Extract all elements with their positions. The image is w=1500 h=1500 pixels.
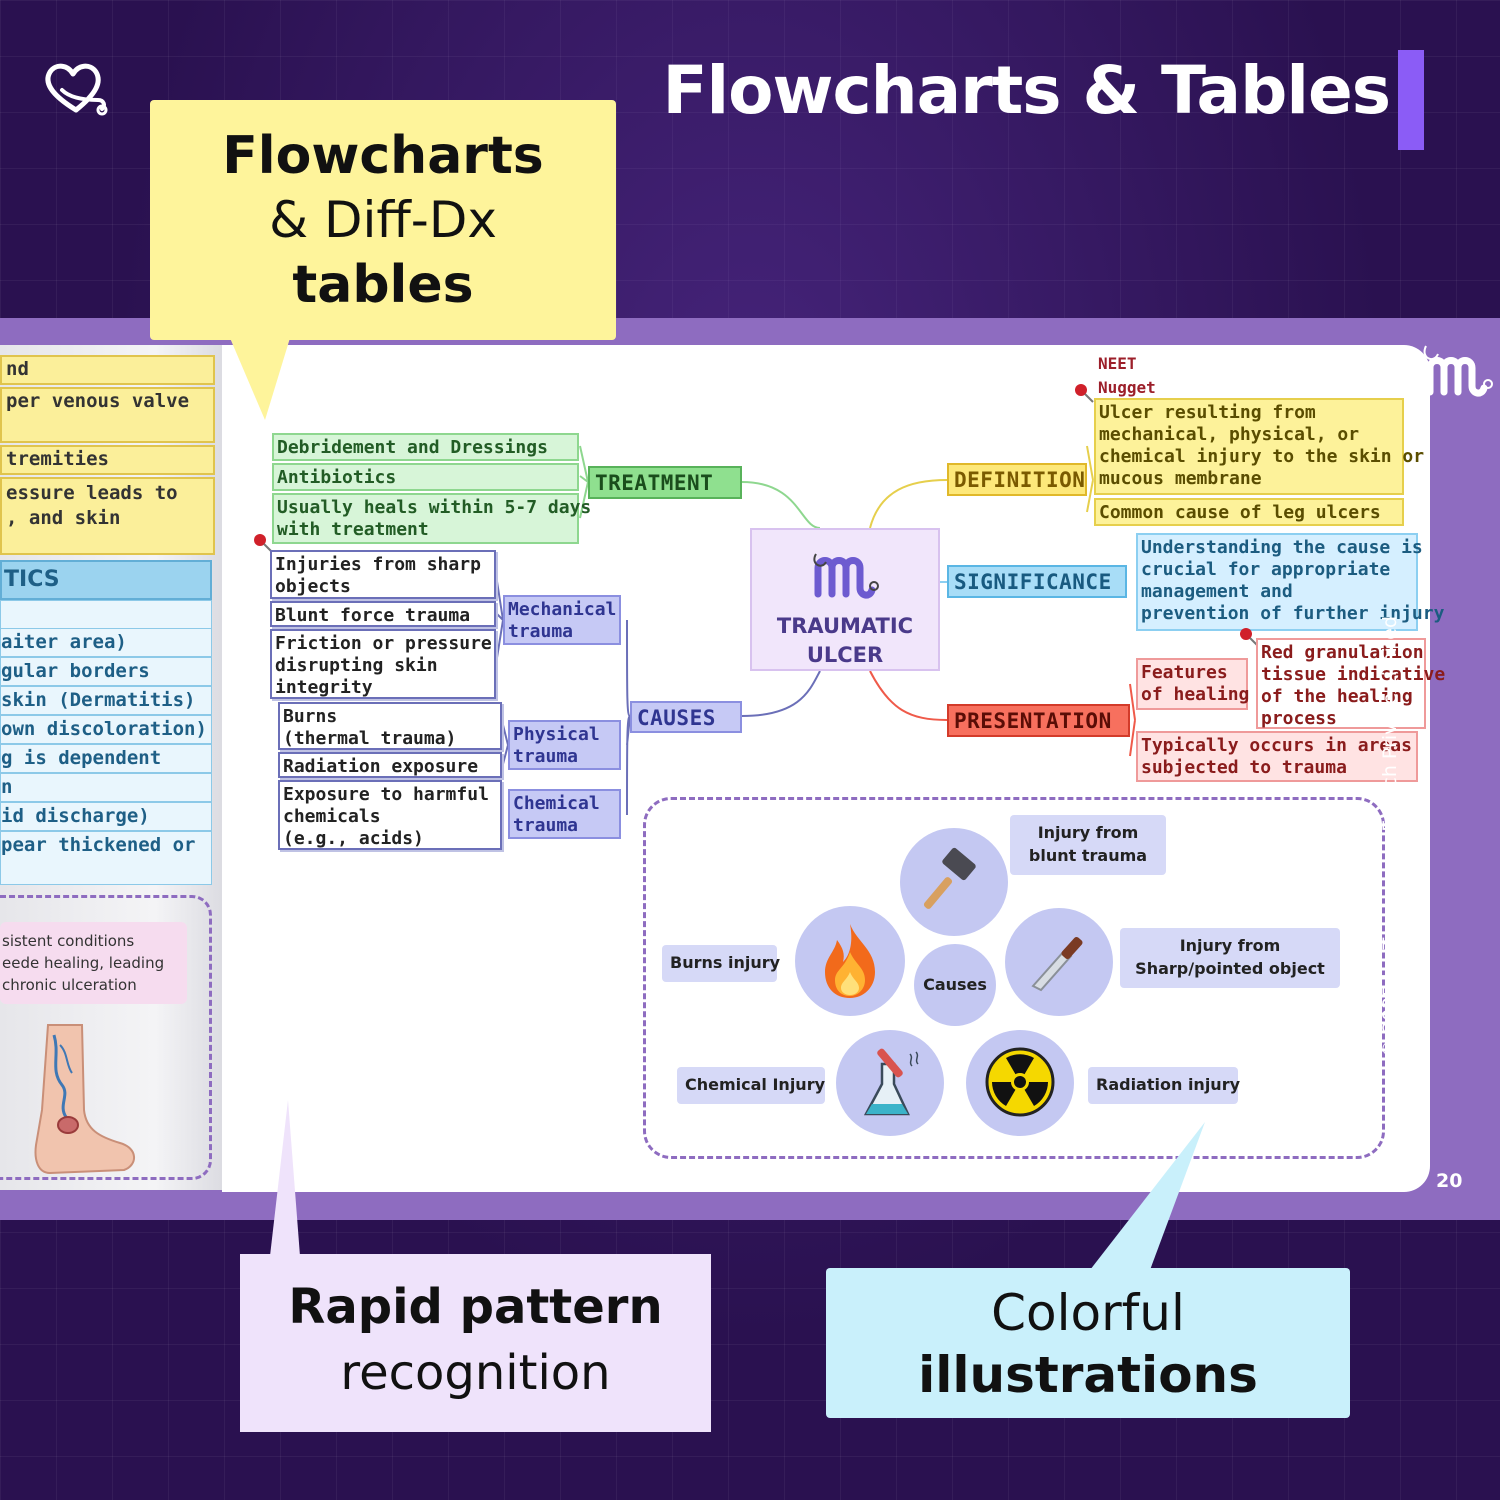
treatment-item: Debridement and Dressings [272, 433, 579, 461]
causes-illustration-panel [643, 797, 1385, 1159]
left-table-row: g is dependent [0, 744, 212, 773]
causes-branch[interactable]: CAUSES [630, 701, 742, 733]
presentation-branch[interactable]: PRESENTATION [947, 704, 1130, 737]
left-table-row: pear thickened or [0, 831, 212, 885]
callout-rapid: Rapid pattern recognition [240, 1254, 711, 1432]
cause-label-burns: Burns injury [662, 945, 780, 982]
left-yellow-row: nd [0, 355, 215, 385]
presentation-sublabel[interactable]: Features of healing [1136, 658, 1249, 710]
presentation-item: Typically occurs in areas subjected to t… [1136, 731, 1418, 782]
cause-label-blunt: Injury from blunt trauma [1010, 815, 1166, 875]
cause-group-physical[interactable]: Physical trauma [508, 720, 621, 770]
left-yellow-row: essure leads to , and skin [0, 477, 215, 555]
definition-branch[interactable]: DEFINITION [947, 463, 1087, 496]
radiation-circle [966, 1030, 1074, 1136]
left-table-header: TICS [0, 560, 212, 600]
left-table-row: gular borders [0, 657, 212, 686]
left-yellow-row: tremities [0, 445, 215, 475]
callout-colorful-line1: Colorful [991, 1284, 1185, 1342]
presentation-subitem: Red granulation tissue indicative of the… [1256, 638, 1445, 729]
fire-circle [795, 906, 905, 1016]
left-note: sistent conditions eede healing, leading… [0, 922, 187, 1004]
left-table-row: aiter area) [0, 628, 212, 657]
callout-colorful: Colorful illustrations [826, 1268, 1350, 1418]
cause-item: Injuries from sharp objects [270, 550, 496, 599]
left-yellow-row: per venous valve [0, 387, 215, 443]
knife-circle [1005, 908, 1113, 1016]
left-table-row: id discharge) [0, 802, 212, 831]
center-node[interactable]: TRAUMATIC ULCER [750, 528, 940, 671]
cause-group-chemical[interactable]: Chemical trauma [508, 789, 621, 839]
hammer-icon [923, 847, 976, 909]
neet-nugget-tag: NEET Nugget [1098, 354, 1156, 397]
callout-colorful-line2: illustrations [918, 1346, 1258, 1404]
left-table-row: own discoloration) [0, 715, 212, 744]
definition-item: Ulcer resulting from mechanical, physica… [1094, 398, 1424, 495]
treatment-item: Usually heals within 5-7 days with treat… [272, 493, 591, 544]
causes-center: Causes [914, 944, 996, 1026]
knife-icon [1031, 936, 1083, 992]
cause-label-radiation: Radiation injury [1088, 1067, 1240, 1104]
cause-item: Friction or pressure disrupting skin int… [270, 629, 496, 699]
cause-item: Blunt force trauma [270, 601, 496, 627]
page-title: Flowcharts & Tables [662, 52, 1391, 129]
callout-flowcharts-line2: & Diff-Dx [269, 191, 497, 249]
callout-flowcharts: Flowcharts & Diff-Dx tables [150, 100, 616, 340]
left-table-row: n [0, 773, 212, 802]
callout-flowcharts-line3: tables [292, 255, 474, 315]
radiation-icon [985, 1047, 1055, 1117]
definition-item: Common cause of leg ulcers [1094, 498, 1404, 526]
chemical-flask-icon [863, 1048, 919, 1116]
callout-flowcharts-line1: Flowcharts [222, 126, 544, 186]
brand-m-stethoscope-icon [813, 553, 879, 599]
cause-item: Exposure to harmful chemicals (e.g., aci… [278, 780, 502, 850]
leg-ulcer-illustration [34, 1024, 135, 1175]
treatment-item: Antibiotics [272, 463, 579, 491]
heart-stethoscope-icon [45, 63, 108, 116]
cause-label-chemical: Chemical Injury [677, 1067, 825, 1104]
center-title: TRAUMATIC ULCER [776, 614, 914, 667]
callout-rapid-line2: recognition [340, 1345, 611, 1401]
pin-icon [1075, 384, 1094, 403]
significance-branch[interactable]: SIGNIFICANCE [947, 565, 1127, 598]
cause-item: Burns (thermal trauma) [278, 702, 502, 750]
treatment-branch[interactable]: TREATMENT [588, 466, 742, 499]
cause-item: Radiation exposure [278, 752, 502, 778]
left-table-row: skin (Dermatitis) [0, 686, 212, 715]
chemical-circle [836, 1030, 944, 1136]
title-accent-bar [1398, 50, 1424, 150]
brand-m-logo-icon [1423, 345, 1493, 397]
left-dashed-panel [0, 895, 212, 1180]
hammer-circle [900, 828, 1008, 936]
cause-label-sharp: Injury from Sharp/pointed object [1120, 928, 1340, 988]
callout-rapid-line1: Rapid pattern [288, 1279, 663, 1335]
page-number: 20 [1436, 1170, 1463, 1192]
cause-group-mechanical[interactable]: Mechanical trauma [503, 595, 621, 645]
fire-icon [825, 924, 875, 998]
